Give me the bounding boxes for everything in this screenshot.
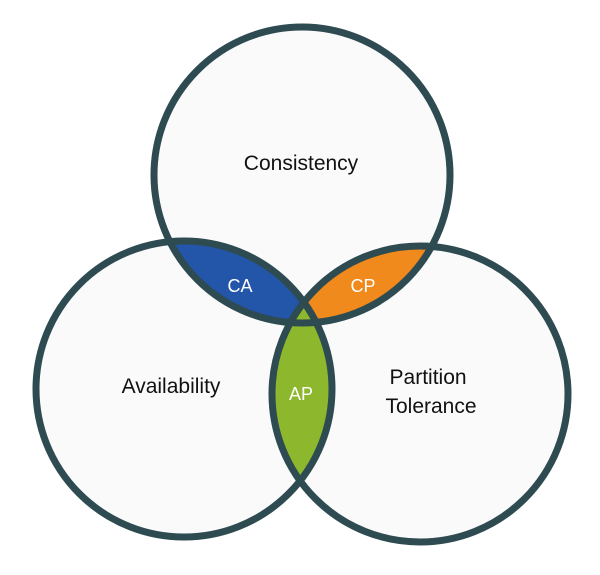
ca-label: CA: [227, 276, 252, 296]
partition-tolerance-label: Partition Tolerance: [385, 366, 476, 418]
consistency-outline: [150, 23, 454, 327]
availability-label: Availability: [122, 375, 221, 398]
ap-label: AP: [289, 384, 313, 404]
consistency-label: Consistency: [244, 152, 359, 175]
cp-label: CP: [350, 276, 375, 296]
partition-tolerance-outline: [268, 242, 572, 546]
partition-tolerance-circle: [272, 246, 568, 542]
availability-outline: [32, 237, 336, 541]
